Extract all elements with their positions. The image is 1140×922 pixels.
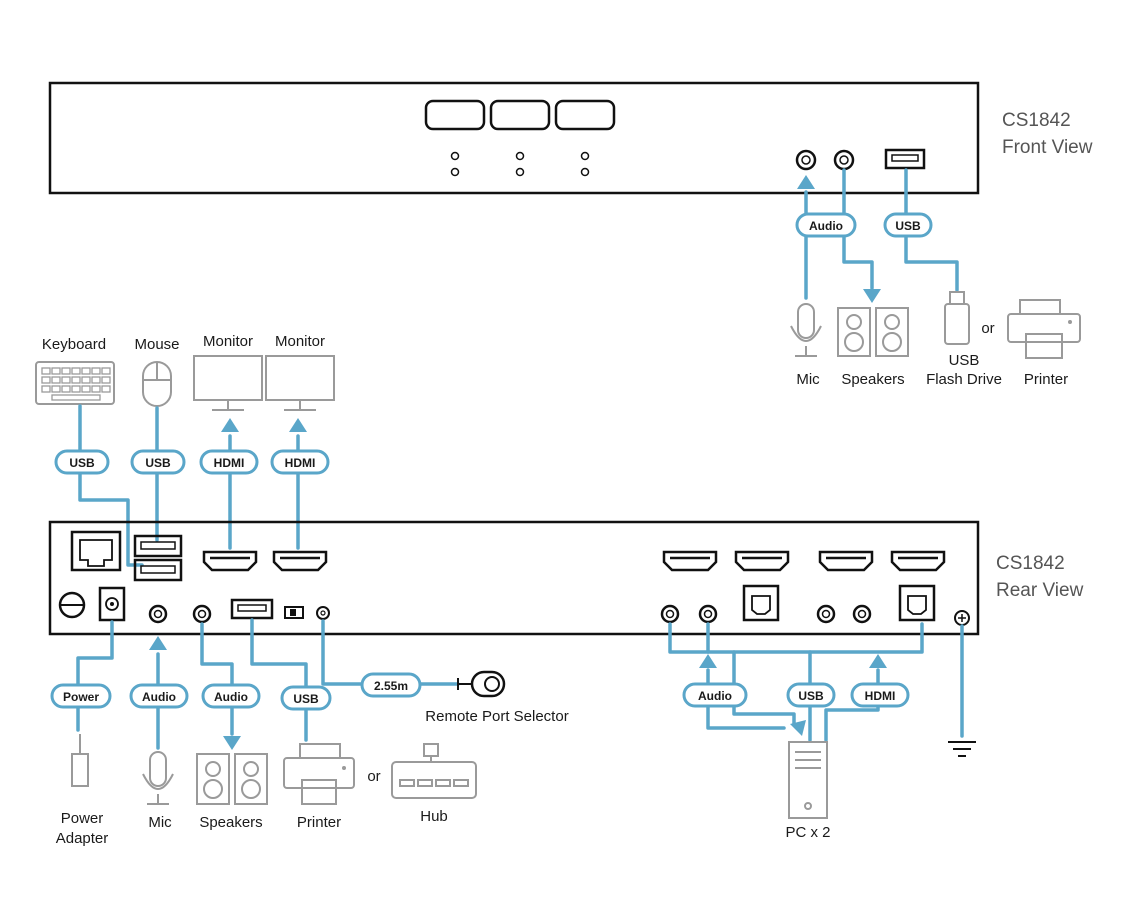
power-adapter-label-2: Adapter bbox=[56, 830, 109, 847]
front-or-label: or bbox=[981, 320, 994, 337]
rear-speaker-jack bbox=[192, 604, 212, 624]
pc-usb-badge bbox=[786, 682, 836, 708]
pc-label: PC x 2 bbox=[785, 824, 830, 841]
front-usb-flash-label-1: USB bbox=[949, 352, 980, 369]
rear-mic-label: Mic bbox=[148, 814, 172, 831]
monitor-2-label: Monitor bbox=[275, 333, 325, 350]
monitor-1-hdmi-badge bbox=[199, 449, 259, 475]
rear-speakers-icon bbox=[196, 753, 268, 805]
keyboard-label: Keyboard bbox=[42, 336, 106, 353]
pc-hdmi-badge bbox=[850, 682, 910, 708]
front-model-title: CS1842 bbox=[1002, 110, 1071, 131]
front-usb-badge-label: USB bbox=[895, 219, 921, 233]
cable-length-badge bbox=[360, 672, 422, 698]
rear-usb-ports bbox=[133, 534, 183, 582]
monitor-1-hdmi-badge-label: HDMI bbox=[214, 456, 245, 470]
usb-flash-drive-icon bbox=[944, 291, 970, 345]
front-view-title: Front View bbox=[1002, 137, 1093, 158]
mouse-icon bbox=[142, 361, 172, 407]
front-usb-flash-label-2: Flash Drive bbox=[926, 371, 1002, 388]
mic-audio-badge-label: Audio bbox=[142, 690, 176, 704]
monitor-1-icon bbox=[193, 355, 263, 411]
cable-length-badge-label: 2.55m bbox=[374, 679, 408, 693]
dip-switch bbox=[284, 606, 304, 619]
pc-hdmi-badge-label: HDMI bbox=[865, 689, 896, 703]
power-badge-label: Power bbox=[63, 690, 99, 704]
peripheral-usb-badge-label: USB bbox=[293, 692, 319, 706]
ground-icon bbox=[948, 741, 976, 757]
mouse-usb-badge-label: USB bbox=[145, 456, 171, 470]
front-usb-badge bbox=[883, 212, 933, 238]
pc-audio-jacks bbox=[660, 604, 872, 624]
pc-cables: Audio USB HDMI bbox=[668, 622, 924, 742]
ground-screw bbox=[954, 610, 970, 626]
rear-top-cables: USB USB HDMI HDMI bbox=[54, 404, 330, 567]
monitor-2-hdmi-badge bbox=[270, 449, 330, 475]
power-badge bbox=[50, 683, 112, 709]
front-unit bbox=[48, 81, 980, 195]
mouse-label: Mouse bbox=[134, 336, 179, 353]
pc-hdmi-ports bbox=[662, 550, 946, 572]
rear-speakers-label: Speakers bbox=[199, 814, 262, 831]
pc-audio-badge bbox=[682, 682, 748, 708]
remote-port-selector-label: Remote Port Selector bbox=[425, 708, 568, 725]
front-audio-badge bbox=[795, 212, 857, 238]
rear-bottom-cables: Power Audio Audio USB 2.55m bbox=[50, 618, 964, 750]
rear-usb-periph-port bbox=[230, 598, 274, 620]
rear-or-label: or bbox=[367, 768, 380, 785]
remote-port bbox=[316, 606, 330, 620]
hub-icon bbox=[391, 743, 477, 799]
keyboard-icon bbox=[35, 361, 115, 405]
front-panel bbox=[48, 81, 980, 195]
rear-panel bbox=[48, 520, 980, 636]
mic-audio-badge bbox=[129, 683, 189, 709]
front-mic-label: Mic bbox=[796, 371, 820, 388]
rear-view-title: Rear View bbox=[996, 580, 1084, 601]
power-jack bbox=[98, 586, 126, 622]
front-speaker-jack bbox=[833, 149, 855, 171]
speakers-audio-badge bbox=[201, 683, 261, 709]
console-hdmi-ports bbox=[202, 550, 328, 572]
mouse-usb-badge bbox=[130, 449, 186, 475]
front-button-2 bbox=[489, 99, 551, 131]
front-mic-jack bbox=[795, 149, 817, 171]
rear-printer-icon bbox=[283, 743, 355, 805]
mic-icon bbox=[790, 303, 822, 357]
monitor-2-icon bbox=[265, 355, 335, 411]
speakers-icon bbox=[837, 307, 909, 357]
front-audio-badge-label: Audio bbox=[809, 219, 843, 233]
front-usb-port bbox=[884, 148, 926, 170]
rj45-port bbox=[70, 530, 122, 572]
hub-label: Hub bbox=[420, 808, 448, 825]
front-cables: Audio USB bbox=[795, 168, 959, 303]
front-printer-label: Printer bbox=[1024, 371, 1068, 388]
pc-usb-badge-label: USB bbox=[798, 689, 824, 703]
monitor-2-hdmi-badge-label: HDMI bbox=[285, 456, 316, 470]
front-leds bbox=[450, 151, 590, 177]
pc-usb-b-ports bbox=[742, 584, 936, 622]
power-adapter-label-1: Power bbox=[61, 810, 104, 827]
front-speakers-label: Speakers bbox=[841, 371, 904, 388]
power-adapter-icon bbox=[71, 734, 89, 787]
rear-unit bbox=[48, 520, 980, 636]
printer-icon bbox=[1007, 299, 1081, 359]
monitor-1-label: Monitor bbox=[203, 333, 253, 350]
speakers-audio-badge-label: Audio bbox=[214, 690, 248, 704]
rear-printer-label: Printer bbox=[297, 814, 341, 831]
peripheral-usb-badge bbox=[280, 685, 332, 711]
remote-port-selector-icon bbox=[457, 670, 506, 698]
front-button-3 bbox=[554, 99, 616, 131]
power-switch bbox=[58, 591, 86, 619]
rear-mic-icon bbox=[142, 751, 174, 805]
rear-model-title: CS1842 bbox=[996, 553, 1065, 574]
keyboard-usb-badge bbox=[54, 449, 110, 475]
pc-tower-icon bbox=[788, 741, 828, 819]
pc-audio-badge-label: Audio bbox=[698, 689, 732, 703]
front-button-1 bbox=[424, 99, 486, 131]
rear-mic-jack bbox=[148, 604, 168, 624]
keyboard-usb-badge-label: USB bbox=[69, 456, 95, 470]
